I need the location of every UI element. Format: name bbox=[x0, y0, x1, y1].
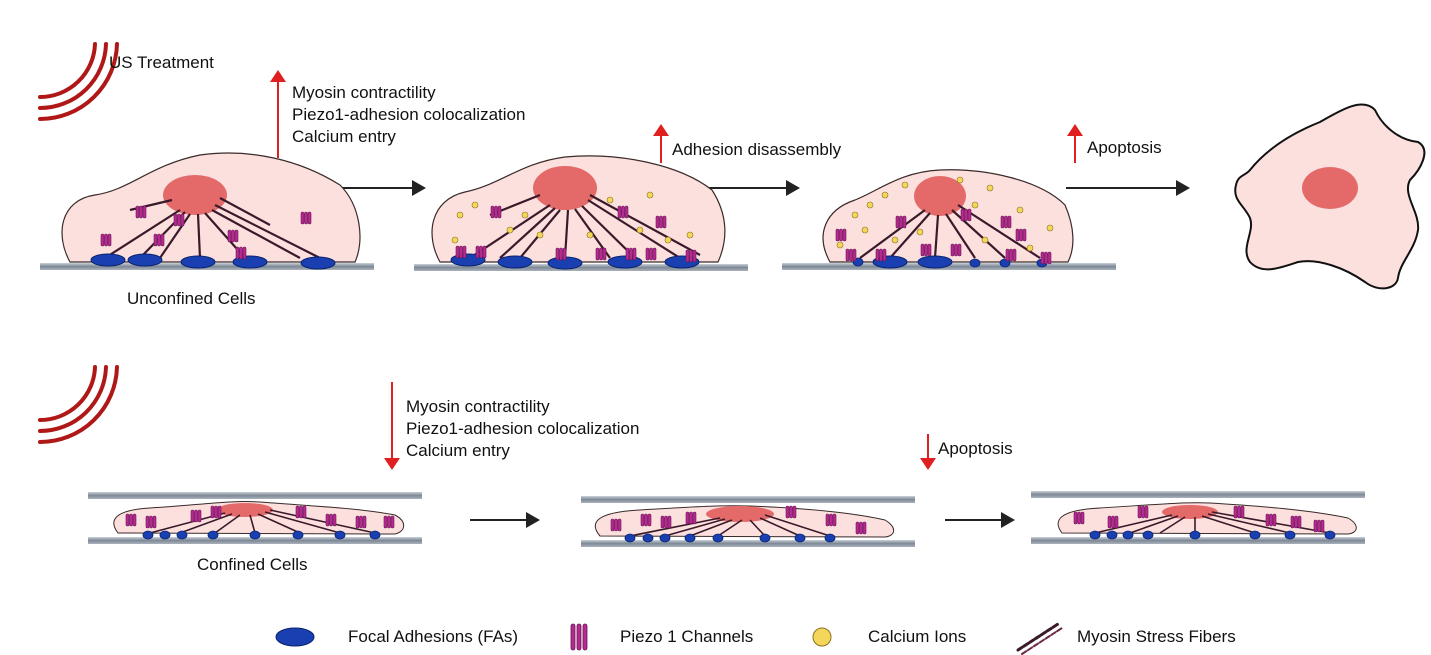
stress-fiber-icon bbox=[1016, 622, 1063, 655]
legend-label-piezo-channels: Piezo 1 Channels bbox=[620, 627, 754, 646]
up-arrow-icon bbox=[1067, 124, 1083, 163]
top-step1-line: Calcium entry bbox=[292, 127, 396, 146]
bottom-step1-line: Calcium entry bbox=[406, 441, 510, 460]
confined-cells-label: Confined Cells bbox=[197, 555, 308, 574]
unconfined-cells-label: Unconfined Cells bbox=[127, 289, 256, 308]
process-arrow-icon bbox=[945, 512, 1015, 528]
unconfined-cell-1 bbox=[40, 152, 374, 270]
up-arrow-icon bbox=[653, 124, 669, 163]
legend-label-focal-adhesions: Focal Adhesions (FAs) bbox=[348, 627, 519, 646]
top-step1-line: Piezo1-adhesion colocalization bbox=[292, 105, 526, 124]
ultrasound-icon bbox=[38, 42, 119, 121]
process-arrow-icon bbox=[709, 180, 800, 196]
ultrasound-icon bbox=[38, 365, 119, 444]
top-step1-line: Myosin contractility bbox=[292, 83, 436, 102]
up-arrow-icon bbox=[270, 70, 286, 158]
calcium-ion-icon bbox=[812, 627, 832, 647]
confined-cell-1 bbox=[88, 492, 422, 544]
top-step2-label: Adhesion disassembly bbox=[672, 140, 842, 159]
legend-label-calcium-ions: Calcium Ions bbox=[868, 627, 967, 646]
unconfined-cell-2 bbox=[414, 155, 748, 271]
top-step1-label: Myosin contractility Piezo1-adhesion col… bbox=[292, 82, 525, 148]
focal-adhesion-icon bbox=[275, 627, 315, 647]
bottom-step2-label: Apoptosis bbox=[938, 439, 1013, 458]
bottom-step1-line: Myosin contractility bbox=[406, 397, 550, 416]
bottom-step1-label: Myosin contractility Piezo1-adhesion col… bbox=[406, 396, 639, 462]
legend-label-stress-fibers: Myosin Stress Fibers bbox=[1077, 627, 1236, 646]
confined-cell-3 bbox=[1031, 491, 1365, 544]
down-arrow-icon bbox=[384, 382, 400, 470]
process-arrow-icon bbox=[470, 512, 540, 528]
piezo-channel-icon bbox=[570, 623, 588, 651]
down-arrow-icon bbox=[920, 434, 936, 470]
treatment-label: US Treatment bbox=[109, 53, 214, 72]
process-arrow-icon bbox=[1066, 180, 1190, 196]
apoptotic-cell bbox=[1234, 103, 1426, 290]
unconfined-cell-3 bbox=[782, 169, 1116, 270]
top-step3-label: Apoptosis bbox=[1087, 138, 1162, 157]
bottom-step1-line: Piezo1-adhesion colocalization bbox=[406, 419, 640, 438]
confined-cell-2 bbox=[581, 496, 915, 547]
process-arrow-icon bbox=[337, 180, 426, 196]
